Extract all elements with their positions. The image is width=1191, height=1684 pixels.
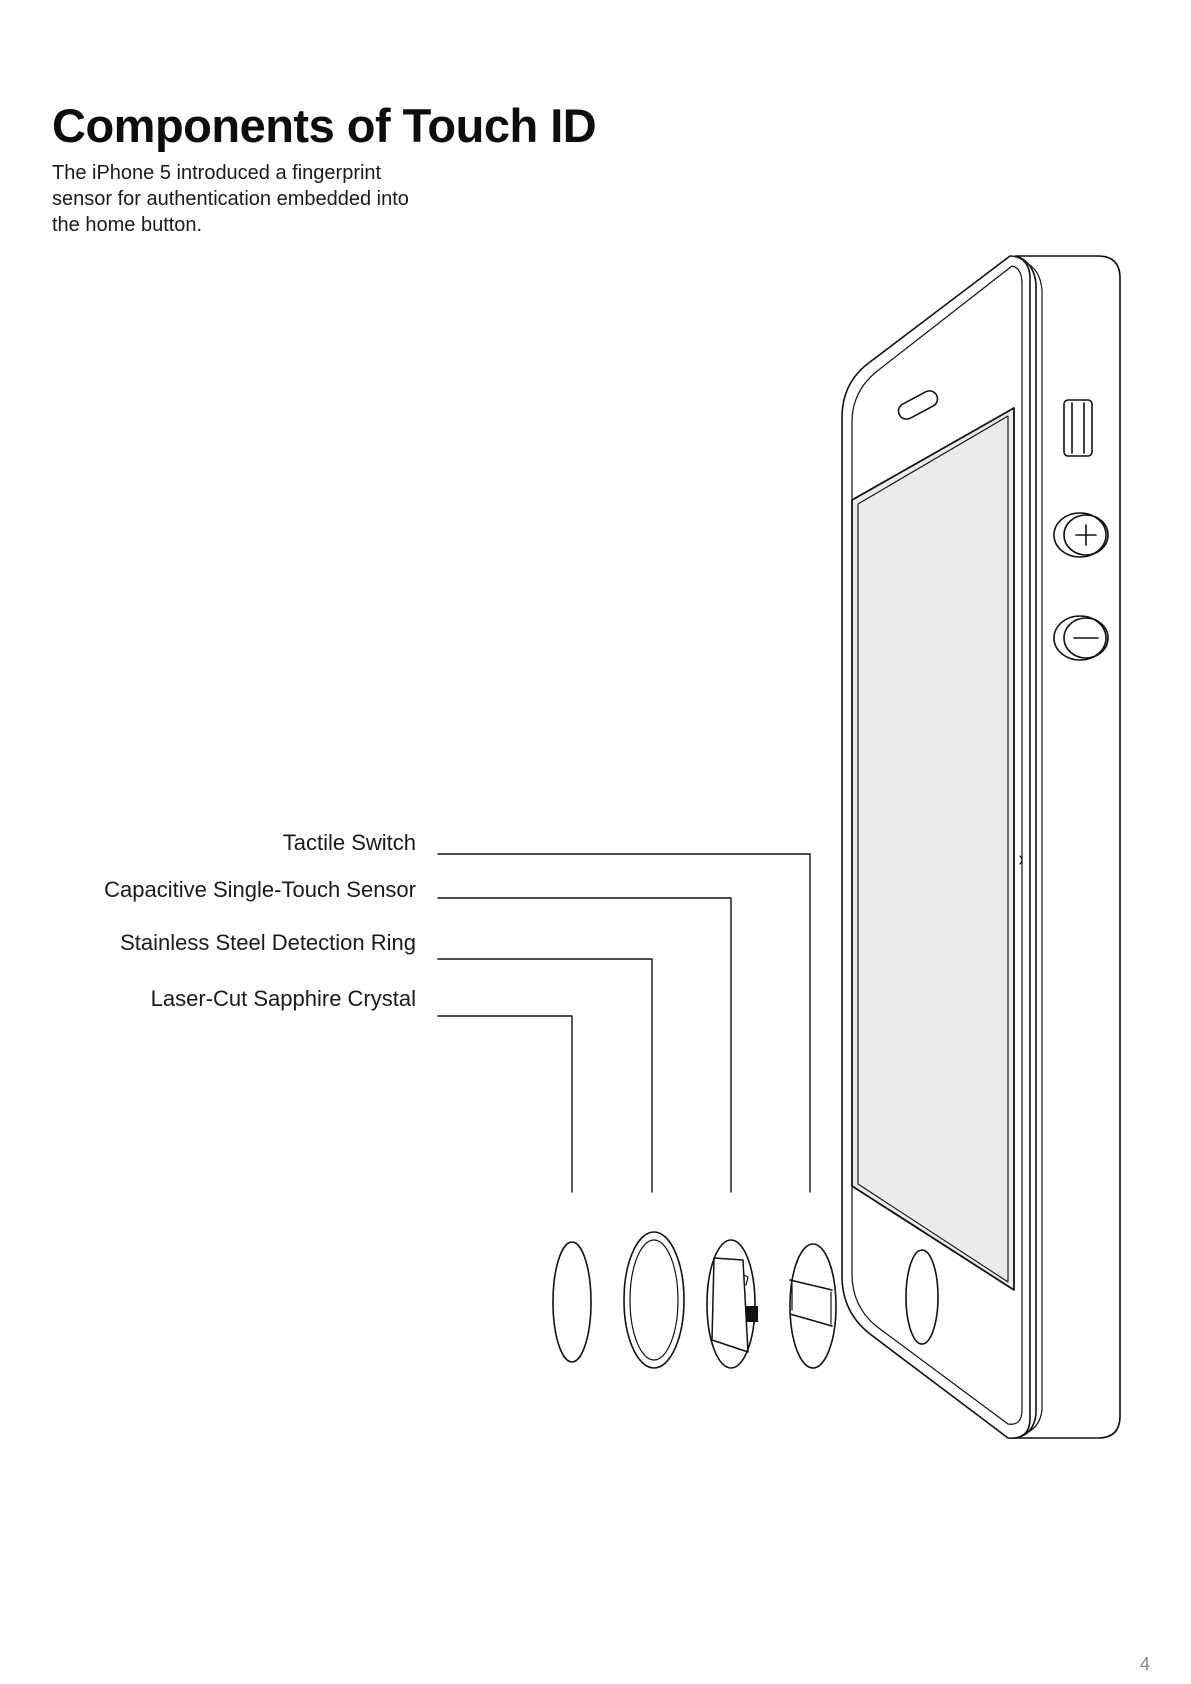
phone-front-outline <box>841 255 1031 1439</box>
volume-down-button-icon <box>1053 615 1109 661</box>
phone-edge-mark <box>1019 855 1023 865</box>
phone-back-edge <box>1015 255 1121 1439</box>
leader-line-sapphire-crystal <box>437 1015 573 1193</box>
phone-screen <box>851 407 1015 1291</box>
phone-front-bevel <box>851 265 1023 1425</box>
speaker-slot-icon <box>897 390 939 420</box>
subtitle-line: sensor for authentication embedded into <box>52 188 409 210</box>
phone-side-band-inner <box>1023 261 1043 1435</box>
leader-line-tactile-switch <box>437 853 811 1193</box>
capacitive-sensor-part <box>706 1239 758 1369</box>
label-capacitive-sensor: Capacitive Single-Touch Sensor <box>104 877 416 902</box>
tactile-switch-part <box>789 1243 837 1369</box>
leader-line-detection-ring <box>437 958 653 1193</box>
subtitle-line: The iPhone 5 introduced a fingerprint <box>52 162 382 184</box>
detection-ring-part <box>623 1231 685 1369</box>
label-detection-ring: Stainless Steel Detection Ring <box>120 930 416 955</box>
iphone-body <box>841 255 1121 1439</box>
home-button <box>905 1249 939 1345</box>
sapphire-crystal-part <box>552 1241 592 1363</box>
label-sapphire-crystal: Laser-Cut Sapphire Crystal <box>150 986 416 1011</box>
page-title: Components of Touch ID <box>52 99 597 152</box>
mute-switch-icon <box>1063 399 1093 457</box>
phone-side-band <box>1015 255 1037 1439</box>
page-number: 4 <box>1140 1654 1151 1674</box>
subtitle-line: the home button. <box>52 214 203 236</box>
volume-up-button-icon <box>1053 512 1109 558</box>
label-tactile-switch: Tactile Switch <box>282 830 416 855</box>
page-subtitle: The iPhone 5 introduced a fingerprint se… <box>52 160 452 238</box>
phone-screen-inner-edge <box>857 415 1009 1283</box>
leader-line-capacitive-sensor <box>437 897 732 1193</box>
